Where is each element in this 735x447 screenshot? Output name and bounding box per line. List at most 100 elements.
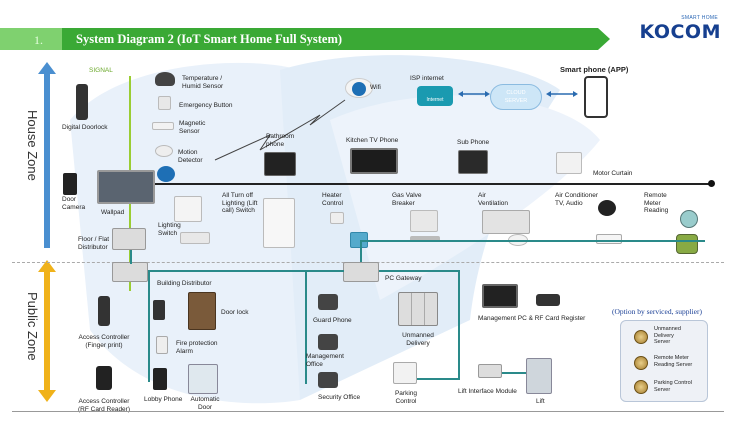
emergency-label: Emergency Button [179, 102, 233, 109]
sub-phone-icon [458, 150, 488, 174]
line-public-vertical [148, 270, 150, 382]
line-gateway-up [360, 240, 362, 262]
digital-doorlock-icon [76, 84, 88, 120]
heater-control-icon [330, 212, 344, 224]
lift-label: Lift [536, 398, 545, 405]
section-number: 1. [34, 33, 43, 47]
remote-meter-label: Remote Meter Reading [644, 192, 669, 214]
wallpad-icon [97, 170, 155, 204]
emergency-button-icon [158, 96, 171, 110]
logo-subtitle: SMART HOME [681, 15, 718, 21]
line-lift [502, 372, 526, 374]
lobby-phone-label: Lobby Phone [144, 396, 183, 403]
all-off-label: All Turn off Lighting (Lift call) Switch [222, 192, 258, 214]
bathroom-phone-icon [264, 152, 296, 176]
door-camera-icon [63, 173, 77, 195]
motor-curtain-icon [556, 152, 582, 174]
line-building-gateway [148, 270, 344, 272]
wifi-badge-icon [157, 166, 175, 182]
door-camera-label: Door Camera [62, 196, 86, 211]
door-lock-icon [188, 292, 216, 330]
doorlock-label: Digital Doorlock [62, 124, 108, 131]
unmanned-label: Unmanned Delivery [402, 332, 434, 347]
pc-gateway-icon [343, 262, 379, 282]
speaker-icon [598, 200, 616, 216]
cloud-server-icon [490, 84, 542, 110]
lobby-phone-icon [153, 368, 167, 390]
lift-icon [526, 358, 552, 394]
mgmt-office-phone-icon [318, 334, 338, 350]
house-bus [155, 183, 710, 185]
wifi-label: Wifi [370, 84, 381, 91]
door-lock-label: Door lock [221, 309, 249, 316]
sub-phone-label: Sub Phone [457, 139, 490, 146]
lift-interface-label: Lift Interface Module [458, 388, 517, 395]
server-icon-parking [634, 380, 648, 394]
fire-alarm-label: Fire protection Alarm [176, 340, 218, 355]
cloud-label: CLOUD SERVER [504, 90, 528, 104]
house-zone-label: House Zone [25, 110, 40, 181]
meter-gear-icon [676, 234, 698, 254]
gas-pipe-icon [410, 236, 440, 242]
magnetic-sensor-icon [152, 122, 174, 130]
wifi-zigzag [214, 99, 346, 161]
lighting-module-icon [180, 232, 210, 244]
mgmt-pc-label: Management PC & RF Card Register [478, 315, 586, 322]
line-house-cross [360, 240, 705, 242]
isp-label: ISP internet [410, 75, 444, 82]
signal-label: SIGNAL [89, 67, 113, 74]
motor-curtain-label: Motor Curtain [593, 170, 633, 177]
bus-end-dot [708, 180, 715, 187]
public-zone-label: Public Zone [25, 292, 40, 361]
line-to-guard [305, 270, 307, 384]
auto-door-label: Automatic Door [190, 396, 220, 411]
door-lock-reader-icon [153, 300, 165, 320]
line-gateway-right [379, 270, 459, 272]
temp-humid-sensor-icon [155, 72, 175, 86]
line-house-to-building [130, 250, 132, 264]
automatic-door-icon [188, 364, 218, 394]
bathroom-label: Bathroom phone [266, 133, 295, 148]
ventilation-unit-icon [482, 210, 530, 234]
kitchen-tv-label: Kitchen TV Phone [346, 137, 399, 144]
kocom-logo: KOCOM [639, 21, 721, 43]
lighting-label: Lighting Switch [158, 222, 181, 237]
heater-label: Heater Control [322, 192, 343, 207]
header-banner [0, 28, 610, 50]
fire-alarm-icon [156, 336, 168, 354]
rf-card-reader-icon [96, 366, 112, 390]
parking-control-icon [393, 362, 417, 384]
motion-label: Motion Detector [178, 149, 203, 164]
rf-card-register-icon [536, 294, 560, 306]
fingerprint-reader-icon [98, 296, 110, 326]
gas-valve-icon [410, 210, 438, 232]
floor-distributor-icon [112, 228, 146, 250]
smartphone-label: Smart phone (APP) [560, 65, 629, 74]
guard-phone-icon [318, 294, 338, 310]
internet-label: Internet [426, 97, 444, 103]
line-parking [417, 378, 459, 380]
server-icon-meter [634, 356, 648, 370]
zone-arrows [38, 62, 56, 402]
aircon-label: Air Conditioner TV, Audio [555, 192, 598, 207]
access-rf-label: Access Controller (RF Card Reader) [77, 398, 130, 413]
server-icon-unmanned [634, 330, 648, 344]
temp-sensor-label: Temperature / Humid Sensor [182, 75, 224, 90]
gas-label: Gas Valve Breaker [392, 192, 422, 207]
lift-interface-icon [478, 364, 502, 378]
pc-gateway-label: PC Gateway [385, 275, 422, 282]
smartphone-icon [584, 76, 608, 118]
option-note: (Option by serviced, supplier) [612, 307, 702, 316]
arrow-cloud-phone [546, 91, 578, 97]
security-office-phone-icon [318, 372, 338, 388]
srv-parking-label: Parking Control Server [654, 380, 692, 393]
mgmt-office-label: Management Office [306, 353, 344, 368]
line-gateway-down [458, 270, 460, 380]
management-pc-icon [482, 284, 518, 308]
wifi-icon [352, 82, 366, 96]
bottom-rule [12, 411, 724, 412]
unmanned-delivery-locker-icon [398, 292, 438, 326]
parking-label: Parking Control [394, 390, 418, 405]
srv-meter-label: Remote Meter Reading Server [654, 355, 693, 368]
building-distributor-icon [112, 262, 148, 282]
